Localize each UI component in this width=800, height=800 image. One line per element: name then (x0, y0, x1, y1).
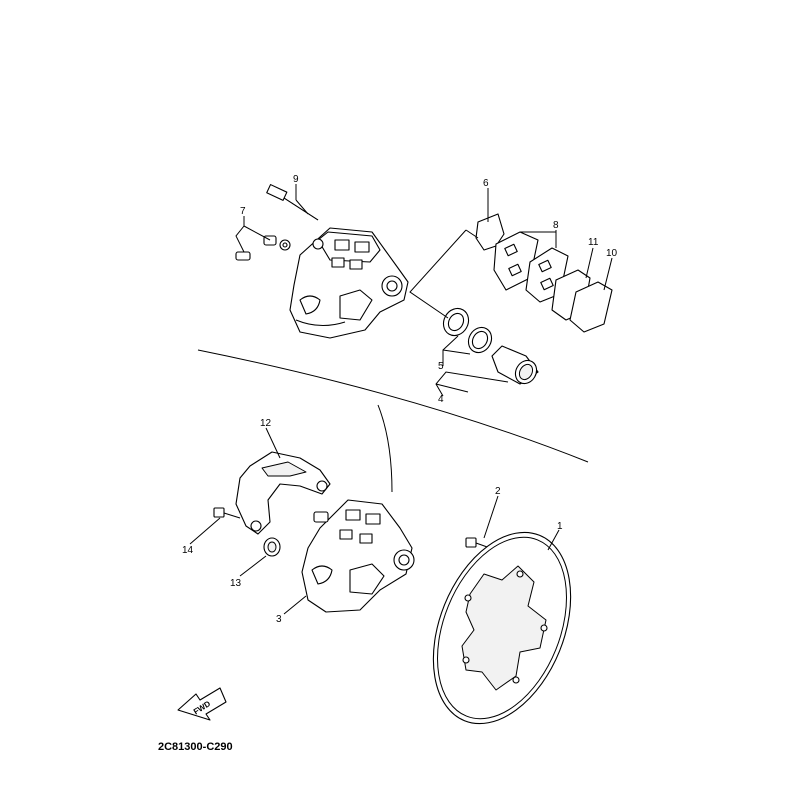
bracket-bolt (213, 507, 241, 519)
separator-branch (377, 404, 393, 493)
brake-disc (432, 531, 572, 725)
callout-7: 7 (240, 206, 246, 217)
callout-12: 12 (260, 418, 272, 429)
piston (491, 345, 539, 385)
callout-1: 1 (557, 521, 563, 532)
callout-13: 13 (230, 578, 242, 589)
piston-seals (442, 307, 493, 354)
leader-lines (189, 184, 613, 615)
callout-4: 4 (438, 394, 444, 405)
callout-3: 3 (276, 614, 282, 625)
callout-9: 9 (293, 174, 299, 185)
callout-5: 5 (438, 361, 444, 372)
upper-caliper-body (289, 227, 409, 339)
bleed-screw-set (235, 235, 291, 261)
callout-10: 10 (606, 248, 618, 259)
callout-8: 8 (553, 220, 559, 231)
callout-labels: 1 2 3 4 5 6 7 8 9 10 11 12 13 14 (182, 174, 618, 625)
callout-2: 2 (495, 486, 501, 497)
callout-11: 11 (588, 237, 599, 248)
upper-bolt (266, 184, 319, 221)
collar (263, 537, 281, 557)
pad-shim-10 (569, 281, 613, 333)
callout-6: 6 (483, 178, 489, 189)
separator-line (197, 349, 589, 463)
diagram-code: 2C81300-C290 (158, 741, 233, 753)
lower-caliper-body (301, 499, 415, 613)
fwd-arrow-icon: FWD (177, 687, 227, 721)
caliper-bracket (235, 451, 331, 535)
callout-14: 14 (182, 545, 194, 556)
